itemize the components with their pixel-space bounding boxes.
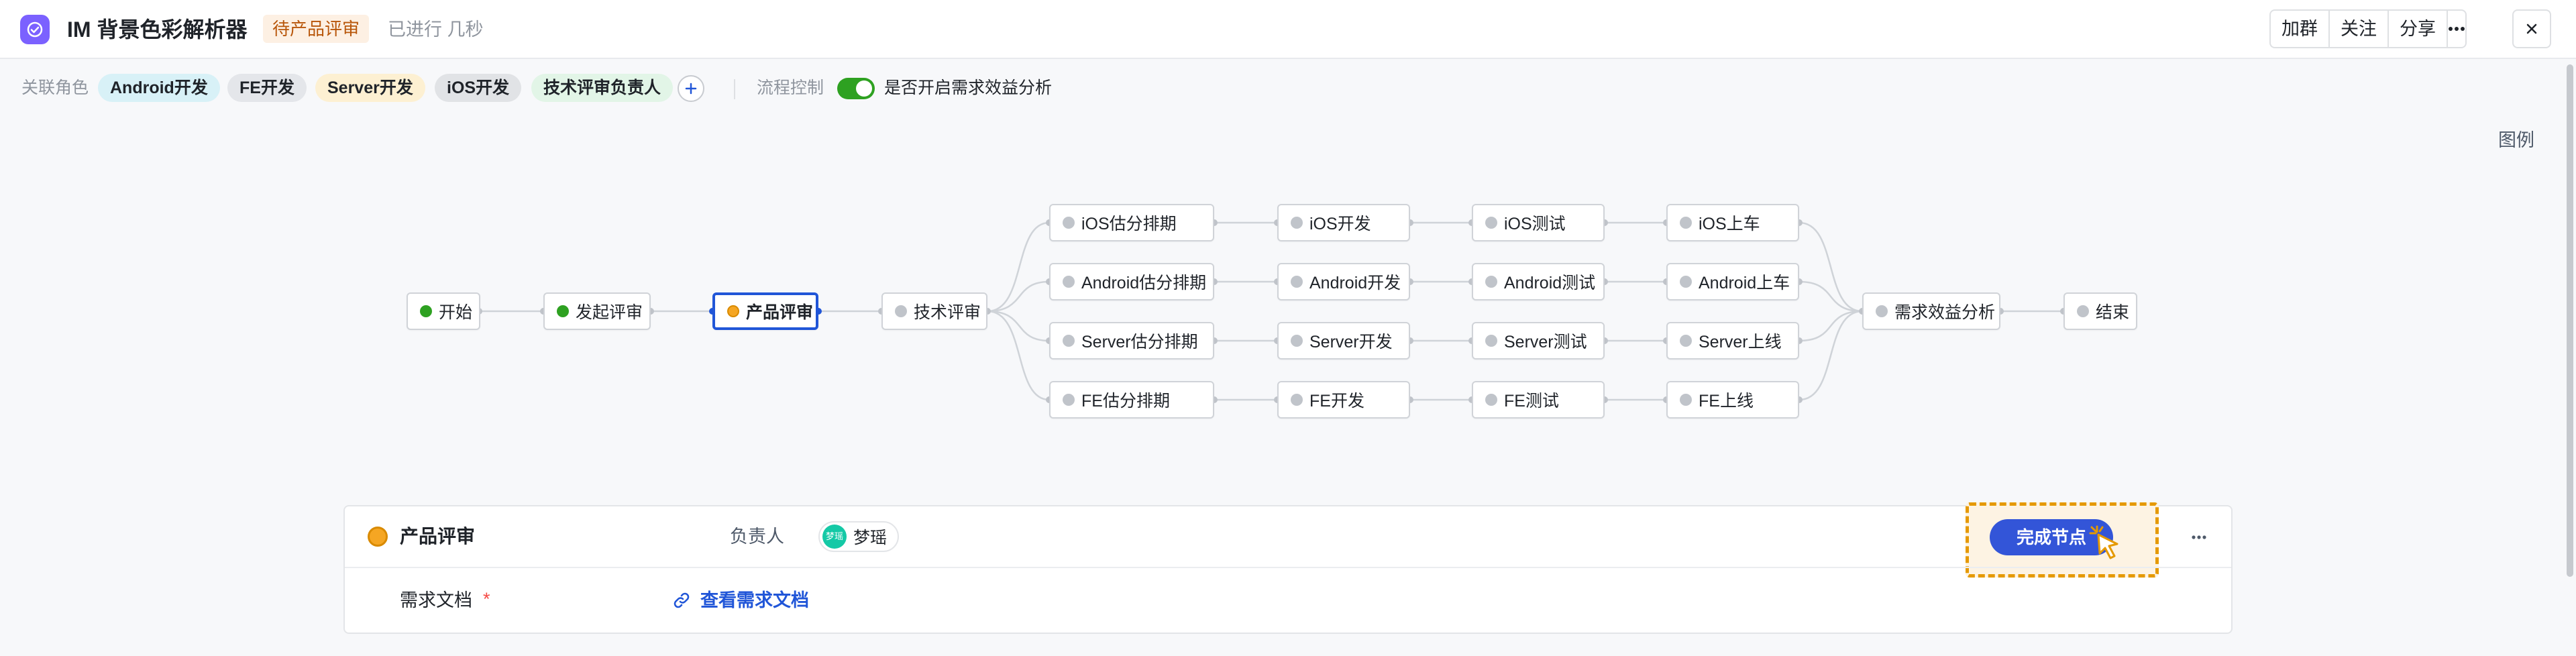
node-benefit-analysis[interactable]: 需求效益分析 [1862, 292, 2000, 330]
node-end[interactable]: 结束 [2063, 292, 2137, 330]
node-fe-dev[interactable]: FE开发 [1277, 381, 1410, 419]
legend-button[interactable]: 图例 [2498, 130, 2534, 150]
benefit-analysis-toggle-label: 是否开启需求效益分析 [884, 78, 1053, 97]
role-chip-ios[interactable]: iOS开发 [435, 74, 522, 102]
node-detail-panel: 产品评审 负责人 梦瑶 梦瑶 完成节点 需求文档 * 查看需求文档 [343, 502, 2233, 634]
more-icon [2449, 27, 2465, 31]
click-cursor-icon [2089, 525, 2118, 559]
node-android-test[interactable]: Android测试 [1472, 263, 1605, 300]
node-ios-estimate[interactable]: iOS估分排期 [1049, 204, 1214, 241]
plus-icon [685, 83, 697, 95]
role-chip-android[interactable]: Android开发 [98, 74, 220, 102]
node-status-dot [368, 527, 388, 547]
node-ios-dev[interactable]: iOS开发 [1277, 204, 1410, 241]
node-start[interactable]: 开始 [407, 292, 480, 330]
role-chip-server[interactable]: Server开发 [315, 74, 425, 102]
workflow-connectors [476, 219, 2067, 403]
scrollbar-thumb[interactable] [2567, 64, 2573, 577]
divider [345, 567, 2231, 568]
related-roles-label: 关联角色 [21, 78, 89, 97]
process-control-label: 流程控制 [757, 78, 824, 97]
node-android-dev[interactable]: Android开发 [1277, 263, 1410, 300]
role-chip-tech-review-owner[interactable]: 技术评审负责人 [531, 74, 674, 102]
owner-label: 负责人 [730, 527, 784, 547]
requirement-doc-label: 需求文档 [400, 590, 472, 610]
owner-chip[interactable]: 梦瑶 梦瑶 [818, 521, 900, 552]
node-server-estimate[interactable]: Server估分排期 [1049, 322, 1214, 360]
node-ios-release[interactable]: iOS上车 [1666, 204, 1799, 241]
node-server-test[interactable]: Server测试 [1472, 322, 1605, 360]
add-role-button[interactable] [678, 75, 704, 102]
node-server-dev[interactable]: Server开发 [1277, 322, 1410, 360]
node-fe-test[interactable]: FE测试 [1472, 381, 1605, 419]
node-server-release[interactable]: Server上线 [1666, 322, 1799, 360]
node-detail-title: 产品评审 [400, 526, 476, 547]
benefit-analysis-toggle[interactable] [837, 78, 875, 99]
node-fe-release[interactable]: FE上线 [1666, 381, 1799, 419]
follow-button[interactable]: 关注 [2330, 11, 2389, 47]
more-actions-button[interactable] [2448, 11, 2465, 47]
divider [734, 79, 735, 99]
app-logo-icon [20, 15, 50, 44]
top-header: IM 背景色彩解析器 待产品评审 已进行 几秒 加群 关注 分享 [0, 0, 2576, 59]
elapsed-time: 已进行 几秒 [388, 19, 484, 40]
workflow-graph: 开始 发起评审 产品评审 技术评审 iOS估分排期 iOS开发 iOS测试 iO… [407, 204, 2137, 419]
join-group-button[interactable]: 加群 [2271, 11, 2330, 47]
avatar: 梦瑶 [822, 525, 847, 549]
app-title: IM 背景色彩解析器 [67, 17, 248, 42]
vertical-scrollbar[interactable] [2564, 62, 2576, 656]
panel-more-button[interactable] [2186, 524, 2212, 551]
node-android-estimate[interactable]: Android估分排期 [1049, 263, 1214, 300]
node-product-review[interactable]: 产品评审 [712, 292, 818, 330]
node-tech-review[interactable]: 技术评审 [881, 292, 987, 330]
node-fe-estimate[interactable]: FE估分排期 [1049, 381, 1214, 419]
view-requirement-doc-link[interactable]: 查看需求文档 [672, 588, 809, 612]
status-badge: 待产品评审 [263, 15, 370, 43]
role-chip-fe[interactable]: FE开发 [227, 74, 307, 102]
node-android-release[interactable]: Android上车 [1666, 263, 1799, 300]
complete-node-button[interactable]: 完成节点 [1990, 519, 2113, 555]
more-icon [2192, 535, 2206, 539]
filter-bar: 关联角色 Android开发 FE开发 Server开发 iOS开发 技术评审负… [0, 60, 2563, 117]
node-initiate-review[interactable]: 发起评审 [543, 292, 651, 330]
close-icon [2526, 23, 2537, 34]
close-button[interactable] [2512, 9, 2551, 48]
required-mark: * [483, 589, 490, 609]
header-actions: 加群 关注 分享 [2269, 9, 2467, 48]
share-button[interactable]: 分享 [2389, 11, 2448, 47]
node-ios-test[interactable]: iOS测试 [1472, 204, 1605, 241]
owner-name: 梦瑶 [853, 529, 888, 547]
link-icon [674, 592, 690, 608]
